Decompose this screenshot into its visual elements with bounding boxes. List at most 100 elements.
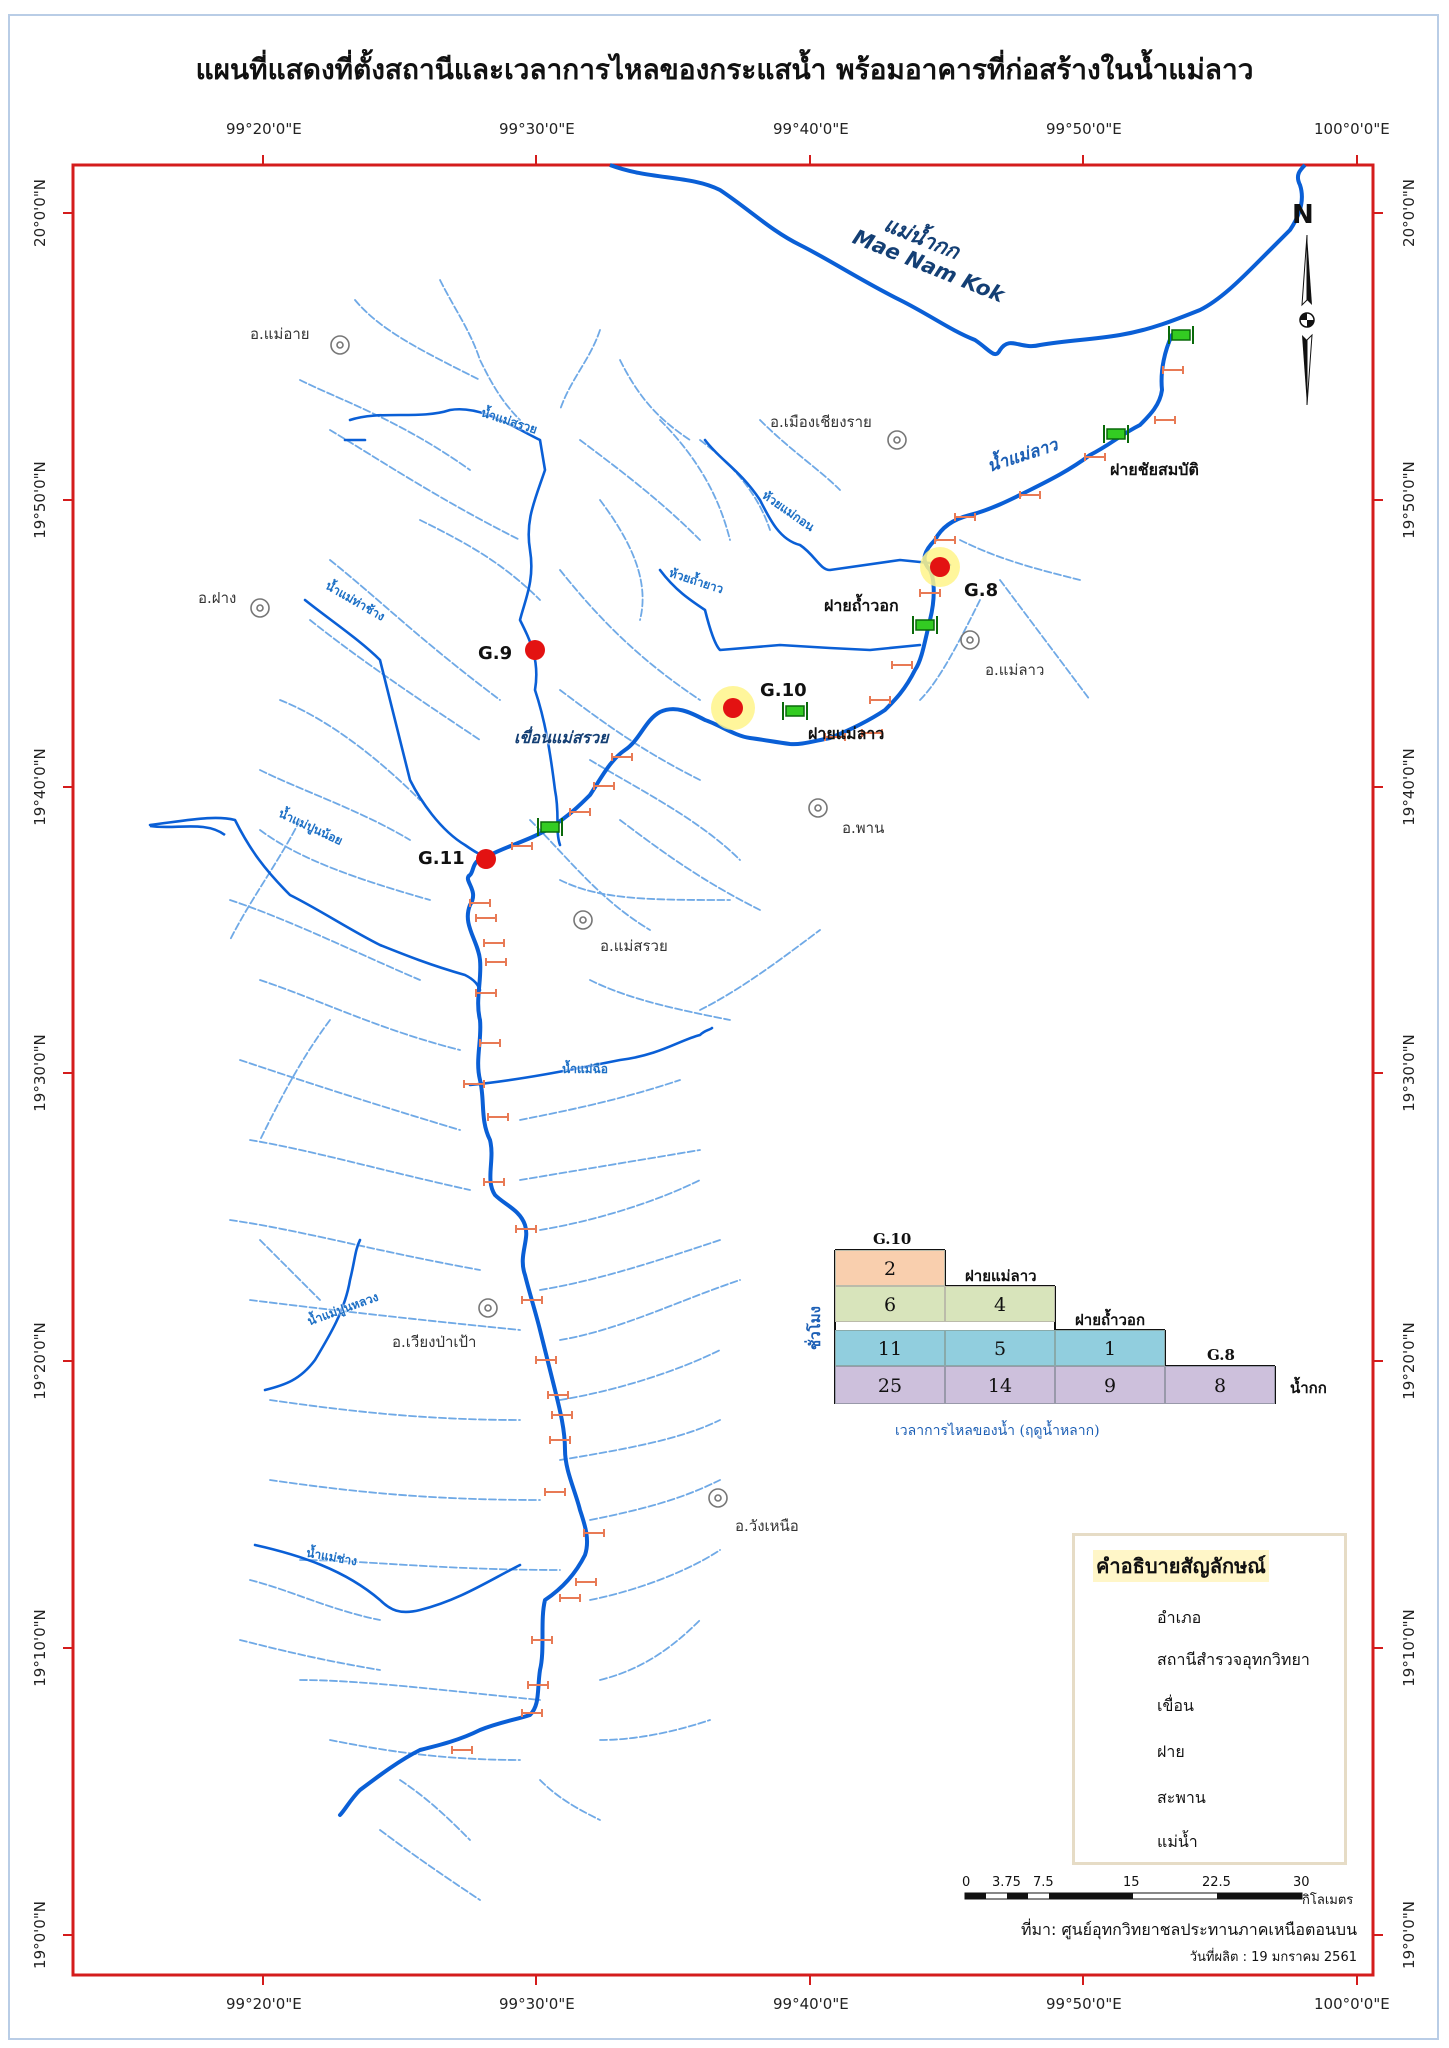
bridge-marker — [475, 914, 497, 922]
travel-time-table: G.10 ฝายแม่ลาว ฝายถ้ำวอก G.8 2 6 4 11 5 … — [806, 1230, 1340, 1439]
page-frame — [8, 14, 1439, 2040]
bridge-marker — [483, 1178, 505, 1186]
bridge-marker — [919, 589, 941, 597]
bridge-marker — [547, 1391, 569, 1399]
scale-tick-5: 30 — [1293, 1875, 1310, 1890]
station-g9-dot — [525, 640, 545, 660]
tt-outlet-label: น้ำกก — [1290, 1379, 1327, 1397]
legend-label-river: แม่น้ำ — [1157, 1832, 1198, 1851]
nam-mae-tha-chang-stream — [303, 598, 492, 860]
legend-label-district: อำเภอ — [1157, 1608, 1202, 1627]
bridge-marker — [611, 753, 633, 761]
left-tick-6: 19°10'0"N — [31, 1609, 49, 1687]
station-g8-dot — [930, 557, 950, 577]
district-label-fang: อ.ฝาง — [198, 589, 237, 607]
weir-label-mae-lao: ฝายแม่ลาว — [808, 724, 885, 743]
district-label-mueang-chiang-rai: อ.เมืองเชียงราย — [770, 413, 872, 431]
top-tick-2: 99°30'0"E — [499, 120, 575, 138]
right-tick-1: 20°0'0"N — [1400, 179, 1418, 247]
district-label-mae-suai: อ.แม่สรวย — [600, 937, 668, 955]
top-tick-1: 99°20'0"E — [226, 120, 302, 138]
tt-row4-cell2: 14 — [945, 1366, 1055, 1404]
tt-row4-cell4: 8 — [1165, 1366, 1275, 1404]
district-label-mae-lao: อ.แม่ลาว — [985, 661, 1045, 679]
tt-header-g10: G.10 — [873, 1230, 912, 1248]
right-tick-7: 19°0'0"N — [1400, 1901, 1418, 1969]
huai-tham-yao-stream — [658, 568, 922, 652]
scale-tick-4: 22.5 — [1202, 1875, 1231, 1890]
top-tick-4: 99°50'0"E — [1046, 120, 1122, 138]
tt-row3-cell2: 5 — [945, 1330, 1055, 1366]
bridge-marker — [575, 1578, 597, 1586]
right-tick-4: 19°30'0"N — [1400, 1034, 1418, 1112]
tt-row4-cell3: 9 — [1055, 1366, 1165, 1404]
bridge-marker — [521, 1296, 543, 1304]
stations — [476, 547, 960, 869]
source-note: ที่มา: ศูนย์อุทกวิทยาชลประทานภาคเหนือตอน… — [1020, 1920, 1357, 1939]
scale-unit: กิโลเมตร — [1302, 1893, 1354, 1908]
nam-mae-chue-stream — [468, 1026, 714, 1087]
bridge-marker — [451, 1746, 473, 1754]
river-label-nam-mae-chue: น้ำแม่ฉือ — [562, 1062, 608, 1076]
district-mae-suai-marker — [573, 910, 593, 930]
district-label-phan: อ.พาน — [842, 819, 885, 837]
nam-mae-pun-noi-stream — [148, 816, 482, 992]
bridge-marker — [463, 1080, 485, 1088]
bottom-tick-2: 99°30'0"E — [499, 1995, 575, 2013]
bridge-marker — [1084, 453, 1106, 461]
legend-row-river: แม่น้ำ — [1085, 1826, 1340, 1856]
scale-tick-0: 0 — [962, 1875, 971, 1890]
north-label: N — [1292, 200, 1314, 230]
tt-header-g8: G.8 — [1207, 1346, 1235, 1364]
tt-row4-cell1: 25 — [835, 1366, 945, 1404]
legend-row-dam: เขื่อน — [1085, 1690, 1340, 1720]
bridge-marker — [551, 1411, 573, 1419]
tributary-network — [229, 279, 1091, 1901]
district-fang-marker — [250, 598, 270, 618]
nam-mae-pun-luang-stream — [263, 1238, 362, 1392]
bridge-marker — [521, 1709, 543, 1717]
bridge-marker — [483, 939, 505, 947]
mae-suai-stream — [348, 407, 562, 847]
district-mae-ai-marker — [330, 335, 350, 355]
top-tick-3: 99°40'0"E — [773, 120, 849, 138]
bridge-marker — [531, 1636, 553, 1644]
district-markers — [250, 335, 980, 1508]
bridge-marker — [593, 782, 615, 790]
bridge-marker — [485, 958, 507, 966]
bridge-marker — [544, 1488, 566, 1496]
station-label-g8: G.8 — [964, 580, 999, 601]
weir-chai-sombat — [1103, 425, 1129, 443]
bridge-marker — [824, 733, 846, 741]
bridge-marker — [535, 1356, 557, 1364]
top-tick-5: 100°0'0"E — [1314, 120, 1390, 138]
bridge-marker — [549, 1436, 571, 1444]
bridge-marker — [583, 1529, 605, 1537]
weir-label-chai-sombat: ฝายชัยสมบัติ — [1110, 460, 1199, 479]
station-label-g11: G.11 — [418, 848, 465, 869]
weir-tham-wok — [912, 616, 938, 634]
bridge-marker — [475, 989, 497, 997]
bridge-marker — [954, 513, 976, 521]
tt-row2-cell2: 4 — [945, 1286, 1055, 1322]
district-mae-lao-marker — [960, 630, 980, 650]
legend-row-station: สถานีสำรวจอุทกวิทยา — [1085, 1644, 1340, 1674]
named-tributaries — [148, 407, 952, 1614]
legend-row-weir: ฝาย — [1085, 1736, 1340, 1766]
district-phan-marker — [808, 798, 828, 818]
legend-label-weir: ฝาย — [1157, 1742, 1185, 1761]
weir-mae-lao — [782, 702, 808, 720]
bridges — [451, 366, 1184, 1754]
scale-tick-2: 7.5 — [1033, 1875, 1054, 1890]
left-tick-5: 19°20'0"N — [31, 1322, 49, 1400]
tt-row2-cell1: 6 — [835, 1286, 945, 1322]
station-g11-dot — [476, 849, 496, 869]
bottom-tick-1: 99°20'0"E — [226, 1995, 302, 2013]
map-title: แผนที่แสดงที่ตั้งสถานีและเวลาการไหลของกร… — [195, 53, 1254, 86]
left-tick-1: 20°0'0"N — [31, 179, 49, 247]
scale-tick-1: 3.75 — [992, 1875, 1021, 1890]
district-wiang-pa-pao-marker — [478, 1298, 498, 1318]
bridge-marker — [869, 696, 891, 704]
legend-row-bridge: สะพาน — [1085, 1782, 1340, 1812]
